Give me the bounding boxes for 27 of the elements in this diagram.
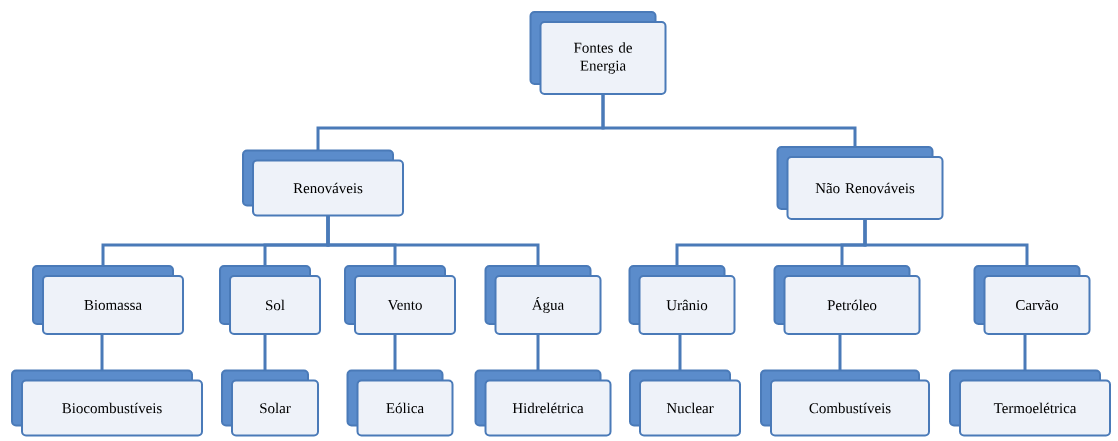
org-box: Solar bbox=[221, 369, 319, 437]
connector bbox=[1023, 334, 1027, 371]
connector bbox=[100, 334, 104, 371]
org-box: Hidrelétrica bbox=[474, 369, 612, 437]
org-box: Renováveis bbox=[242, 149, 404, 217]
connector bbox=[863, 219, 1029, 266]
org-box: Combustíveis bbox=[760, 369, 930, 437]
org-box: Não Renováveis bbox=[776, 146, 944, 220]
org-box: Nuclear bbox=[629, 369, 741, 437]
org-box: Eólica bbox=[346, 369, 454, 437]
connector bbox=[536, 334, 540, 371]
connector bbox=[326, 215, 540, 266]
org-box: Biocombustíveis bbox=[11, 369, 203, 437]
org-box: Vento bbox=[344, 265, 456, 335]
org-box: Água bbox=[484, 265, 602, 335]
connector bbox=[393, 334, 397, 371]
connector bbox=[263, 334, 267, 371]
org-box: Biomassa bbox=[32, 265, 184, 335]
org-box: Fontes de Energia bbox=[529, 11, 667, 95]
org-box: Carvão bbox=[973, 265, 1091, 335]
connector bbox=[601, 94, 857, 147]
connector bbox=[678, 334, 682, 371]
connector bbox=[838, 334, 842, 371]
org-box: Petróleo bbox=[773, 265, 921, 335]
org-box: Termoelétrica bbox=[949, 369, 1111, 437]
org-box: Urânio bbox=[628, 265, 736, 335]
org-box: Sol bbox=[219, 265, 321, 335]
